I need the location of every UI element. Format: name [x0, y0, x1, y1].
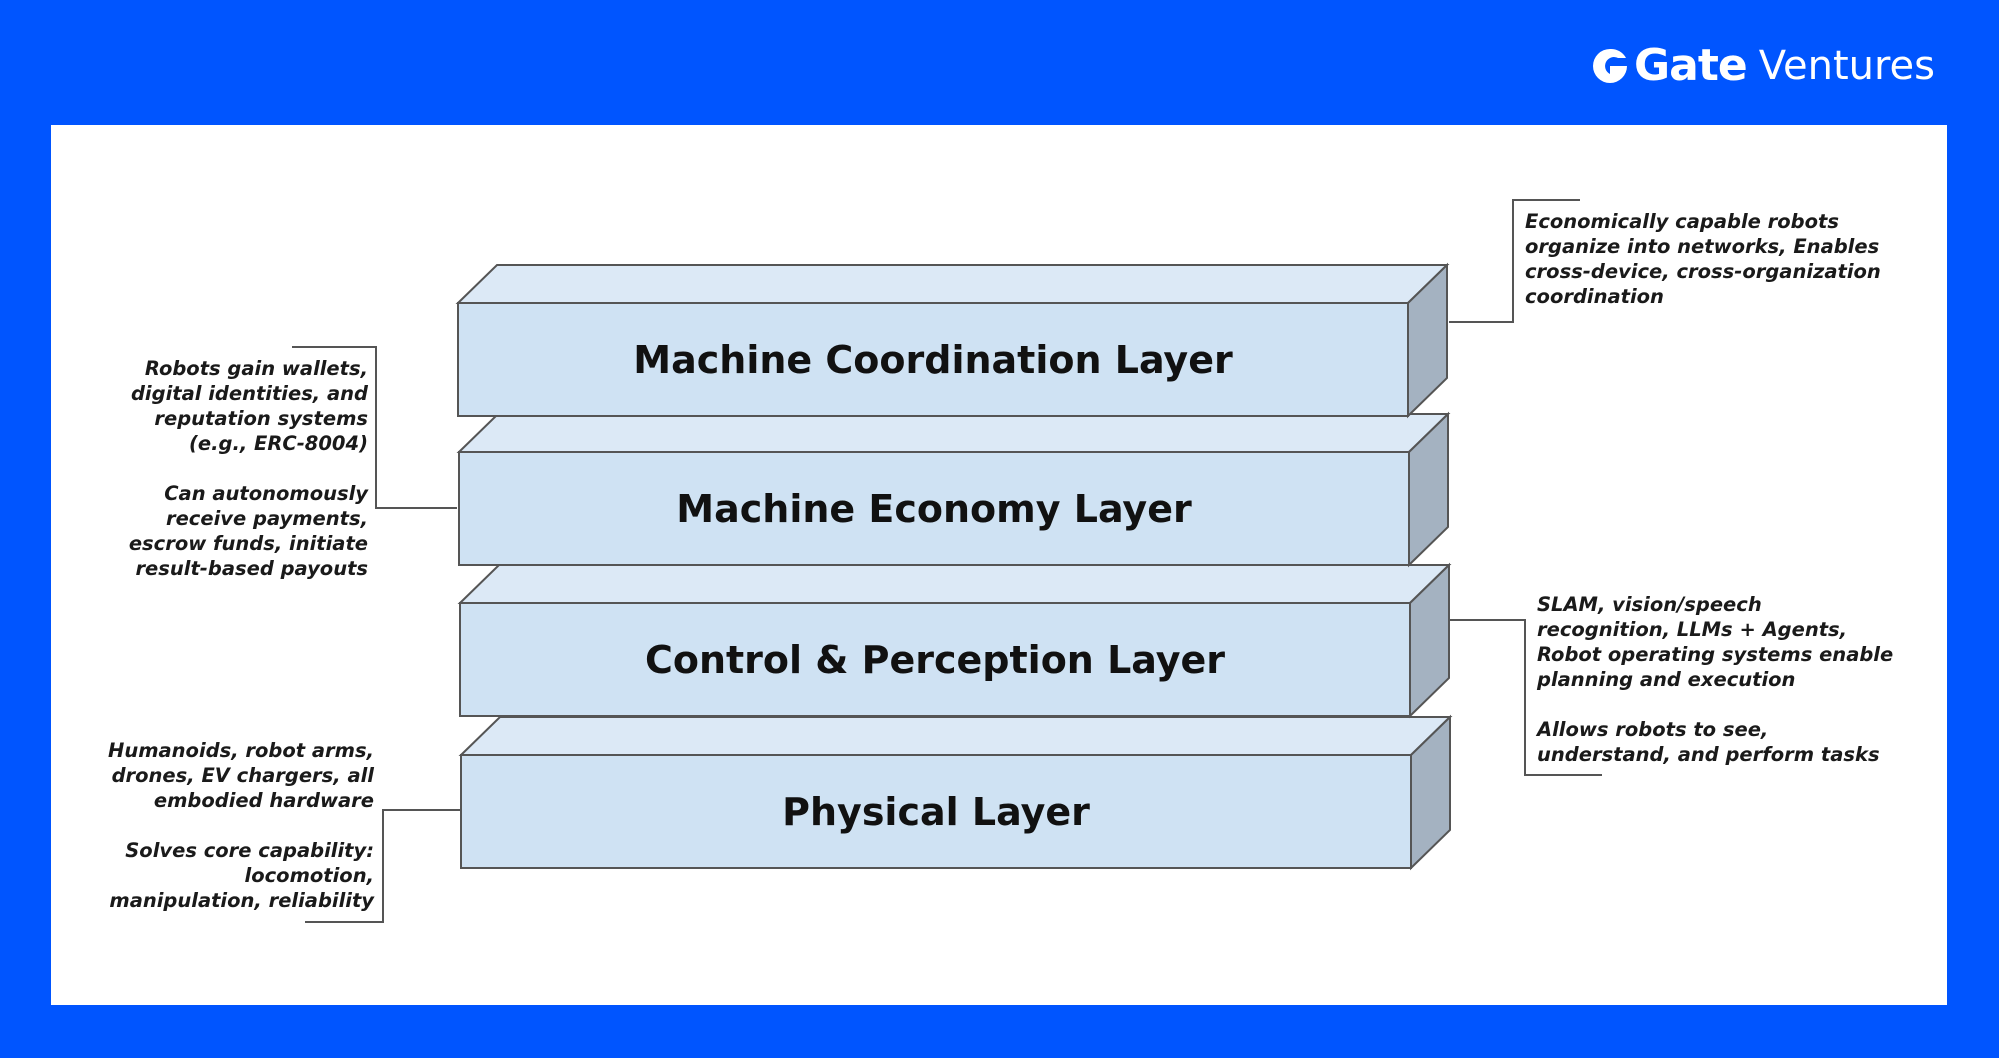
connector-coordination	[1449, 199, 1580, 323]
layer-physical-top	[458, 716, 1453, 756]
annotation-line: reputation systems	[154, 407, 368, 430]
annotation-line: SLAM, vision/speech	[1537, 593, 1762, 616]
annotation-economy: Robots gain wallets, digital identities,…	[70, 356, 368, 581]
annotation-control: SLAM, vision/speech recognition, LLMs + …	[1537, 592, 1957, 767]
layer-economy-label: Machine Economy Layer	[676, 487, 1192, 531]
layer-coordination-front	[457, 302, 1409, 417]
annotation-line: receive payments,	[165, 507, 368, 530]
connector-economy	[292, 346, 457, 509]
annotation-line: coordination	[1525, 285, 1664, 308]
annotation-line: escrow funds, initiate	[128, 532, 368, 555]
annotation-line: manipulation, reliability	[109, 889, 374, 912]
layer-control-label: Control & Perception Layer	[645, 638, 1225, 682]
annotation-line: planning and execution	[1537, 668, 1796, 691]
layer-economy-top	[456, 413, 1451, 453]
layer-physical-label: Physical Layer	[782, 790, 1090, 834]
layer-control-top	[457, 564, 1452, 604]
annotation-line: embodied hardware	[153, 789, 374, 812]
annotation-line: result-based payouts	[135, 557, 368, 580]
layer-physical: Physical Layer	[458, 714, 1453, 871]
annotation-line: Solves core capability:	[125, 839, 374, 862]
layer-economy-front	[458, 451, 1410, 566]
brand-name: Gate	[1634, 40, 1748, 91]
annotation-line: Humanoids, robot arms,	[108, 739, 374, 762]
annotation-line: Can autonomously	[164, 482, 368, 505]
annotation-coordination: Economically capable robots organize int…	[1525, 209, 1925, 309]
layer-control: Control & Perception Layer	[457, 562, 1452, 719]
layer-coordination-top	[455, 264, 1450, 304]
layer-control-front	[459, 602, 1411, 717]
annotation-line: Allows robots to see,	[1537, 718, 1769, 741]
gate-logo-icon	[1593, 48, 1628, 83]
layer-coordination-label: Machine Coordination Layer	[633, 338, 1233, 382]
connector-control	[1450, 619, 1602, 776]
annotation-line: locomotion,	[244, 864, 374, 887]
connector-physical	[305, 809, 460, 923]
brand-sub: Ventures	[1758, 42, 1935, 89]
layer-coordination: Machine Coordination Layer	[455, 262, 1450, 419]
annotation-line: recognition, LLMs + Agents,	[1537, 618, 1848, 641]
annotation-line: (e.g., ERC-8004)	[188, 432, 368, 455]
annotation-line: cross-device, cross-organization	[1525, 260, 1881, 283]
annotation-line: Robot operating systems enable	[1537, 643, 1894, 666]
annotation-line: organize into networks, Enables	[1525, 235, 1880, 258]
gate-ventures-logo: Gate Ventures	[1590, 40, 1935, 91]
annotation-line: drones, EV chargers, all	[111, 764, 374, 787]
annotation-line: Economically capable robots	[1525, 210, 1839, 233]
annotation-line: understand, and perform tasks	[1537, 743, 1880, 766]
annotation-line: digital identities, and	[130, 382, 368, 405]
layer-economy: Machine Economy Layer	[456, 411, 1451, 568]
annotation-line: Robots gain wallets,	[144, 357, 368, 380]
annotation-physical: Humanoids, robot arms, drones, EV charge…	[80, 738, 374, 913]
layer-physical-front	[460, 754, 1412, 869]
